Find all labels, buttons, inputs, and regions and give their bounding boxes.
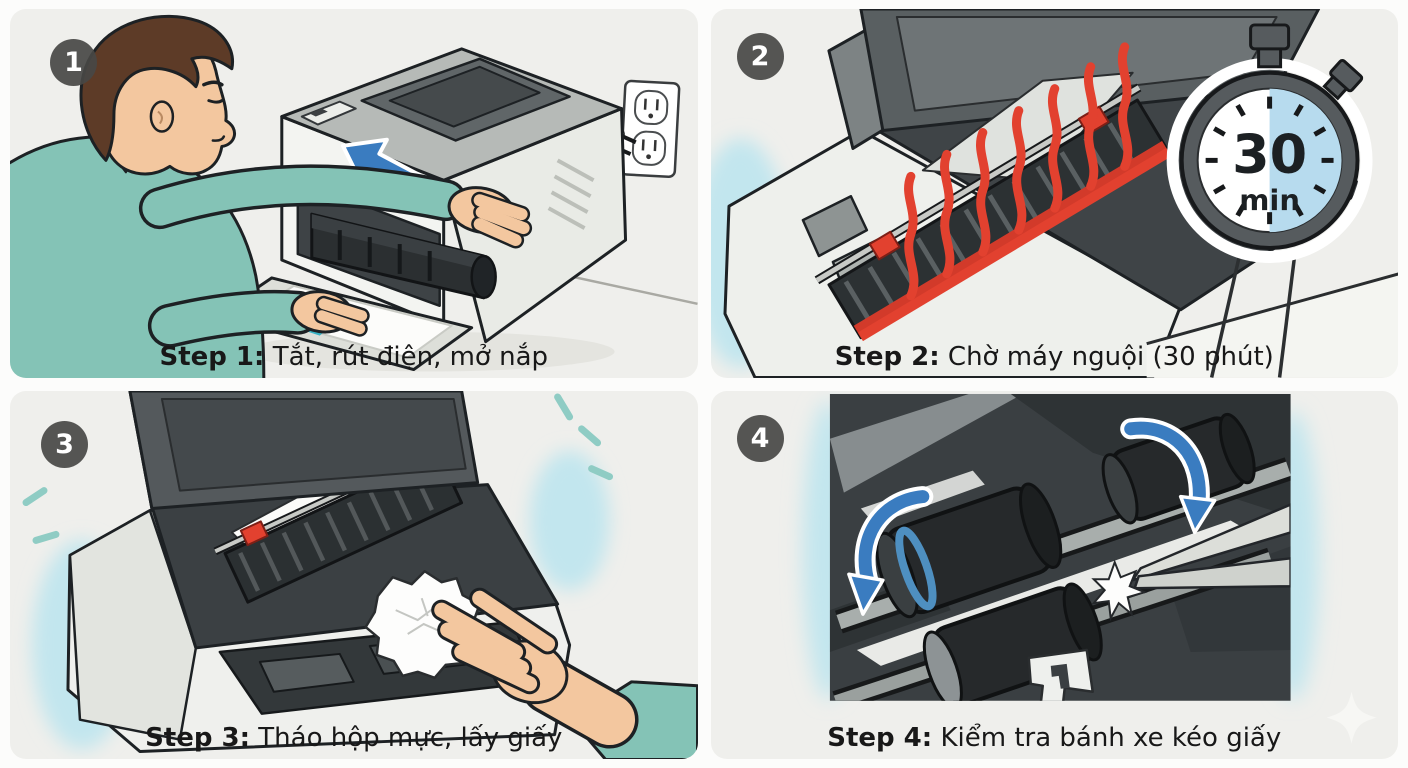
- pickup-rollers: [829, 393, 1291, 701]
- step-caption-prefix: Step 2:: [834, 341, 940, 372]
- step-number: 3: [55, 428, 74, 460]
- step-caption-prefix: Step 3:: [145, 723, 251, 753]
- stopwatch-value: 30: [1232, 122, 1307, 185]
- heat-waves: [903, 42, 1132, 301]
- open-printer: [66, 390, 572, 753]
- person-figure: [10, 14, 533, 378]
- step-caption-prefix: Step 1:: [159, 341, 265, 372]
- roller-lower: [922, 582, 1103, 701]
- step-caption-text: Chờ máy nguội (30 phút): [947, 341, 1274, 372]
- paper-jam-hand: [431, 587, 698, 759]
- step-caption: Step 2: Chờ máy nguội (30 phút): [711, 342, 1399, 372]
- toner-cartridge: [310, 212, 497, 300]
- step4-illustration: [802, 393, 1377, 744]
- paper-scrap: [1090, 558, 1148, 621]
- roller-upper: [1101, 412, 1256, 524]
- stopwatch-ticks: [1205, 96, 1334, 225]
- vent-lines: [547, 158, 595, 230]
- step2-illustration: 30 min: [710, 9, 1398, 378]
- step-caption: Step 3: Tháo hộp mực, lấy giấy: [10, 723, 698, 753]
- step-number: 1: [64, 47, 83, 78]
- step-panel-3: 3 Step 3: Tháo hộp mực, lấy giấy: [10, 390, 698, 759]
- stopwatch-icon: 30 min: [1166, 23, 1373, 378]
- step-number-badge: 4: [736, 414, 784, 462]
- paper-guide-clip: [1027, 648, 1094, 701]
- emphasis-dashes: [22, 392, 614, 544]
- sparkle-icon: [1326, 691, 1377, 744]
- hand-on-cartridge: [447, 186, 533, 249]
- hand-on-tray: [290, 290, 370, 337]
- rotation-arrow-icon: [1119, 417, 1216, 534]
- step-panel-1: 1 Step 1: Tắt, rút điện, mở nắp: [10, 9, 698, 378]
- glow-effect: [529, 450, 610, 590]
- step-panel-2: 30 min 2 Step 2: Chờ máy nguội (30 phút): [710, 9, 1399, 378]
- stopwatch-side-button: [1321, 59, 1363, 101]
- step-number: 2: [750, 41, 770, 72]
- step-number: 4: [750, 422, 770, 454]
- step-caption-text: Kiểm tra bánh xe kéo giấy: [940, 723, 1282, 753]
- step-number-badge: 1: [50, 39, 97, 86]
- step-caption-text: Tháo hộp mực, lấy giấy: [258, 723, 563, 753]
- step-caption: Step 1: Tắt, rút điện, mở nắp: [10, 342, 698, 372]
- rotation-arrow-icon: [846, 485, 933, 616]
- step-number-badge: 2: [736, 33, 784, 80]
- step-caption-text: Tắt, rút điện, mở nắp: [272, 341, 549, 372]
- step-panel-4: 4 Step 4: Kiểm tra bánh xe kéo giấy: [710, 390, 1399, 759]
- step-caption-prefix: Step 4:: [827, 723, 933, 753]
- step3-illustration: [22, 390, 698, 759]
- hair: [79, 14, 235, 162]
- stopwatch-top-button: [1248, 23, 1290, 69]
- stopwatch-unit: min: [1239, 183, 1300, 217]
- roller-left: [874, 481, 1062, 618]
- step-caption: Step 4: Kiểm tra bánh xe kéo giấy: [711, 723, 1399, 753]
- step-number-badge: 3: [41, 420, 88, 468]
- step1-illustration: [10, 14, 698, 378]
- power-outlet: [619, 79, 681, 178]
